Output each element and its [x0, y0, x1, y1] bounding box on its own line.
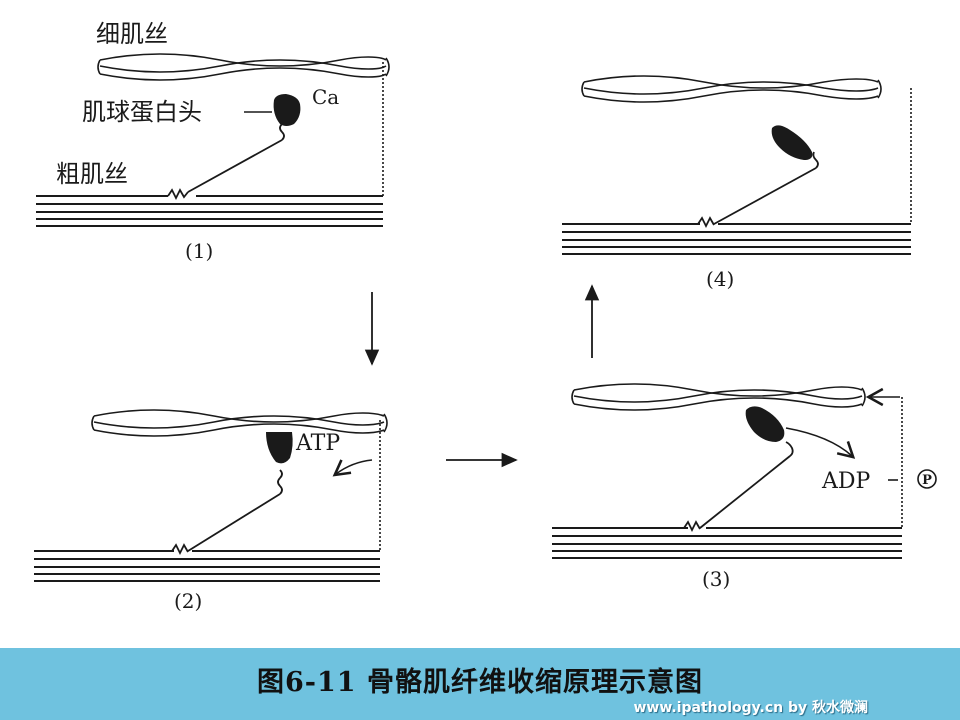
thick-filament — [34, 550, 380, 582]
atp-label: ATP — [295, 431, 340, 456]
adp-release-arrow — [785, 427, 856, 459]
thin-filament — [581, 75, 882, 103]
panel-4-caption: (4) — [706, 267, 734, 291]
myosin-head — [771, 125, 813, 160]
panel-3: ADP P (3) — [552, 383, 937, 591]
thick-filament — [562, 223, 911, 255]
atp-binding-arrow — [332, 459, 373, 477]
thin-filament — [571, 383, 866, 411]
cross-bridge — [683, 441, 794, 533]
phosphate-label: P — [922, 473, 932, 488]
thick-filament-label: 粗肌丝 — [56, 160, 128, 188]
thick-filament — [552, 527, 902, 559]
credit-text: www.ipathology.cn by 秋水微澜 — [633, 700, 868, 716]
thick-filament — [36, 195, 383, 227]
thin-filament-label: 细肌丝 — [96, 20, 168, 48]
cross-bridge — [171, 469, 283, 556]
myosin-head — [273, 94, 301, 126]
myosin-head — [266, 432, 293, 464]
contraction-diagram: 细肌丝 肌球蛋白头 粗肌丝 Ca (1) ATP — [34, 20, 937, 613]
caption-bar: 图6-11 骨骼肌纤维收缩原理示意图 www.ipathology.cn by … — [0, 648, 960, 720]
panel-2: ATP (2) — [34, 409, 388, 613]
myosin-head — [745, 406, 785, 442]
calcium-label: Ca — [312, 85, 339, 109]
adp-label: ADP — [821, 469, 871, 494]
myosin-head-label: 肌球蛋白头 — [82, 98, 202, 126]
cross-bridge — [167, 115, 285, 201]
panel-2-caption: (2) — [174, 589, 202, 613]
panel-1-caption: (1) — [185, 239, 213, 263]
thin-filament — [91, 409, 388, 437]
panel-1: 细肌丝 肌球蛋白头 粗肌丝 Ca (1) — [36, 20, 390, 263]
phosphate-icon: P — [917, 469, 937, 489]
thin-filament — [97, 53, 390, 81]
panel-4: (4) — [562, 75, 912, 291]
cross-bridge — [697, 151, 819, 229]
figure-caption: 图6-11 骨骼肌纤维收缩原理示意图 — [257, 667, 703, 698]
panel-3-caption: (3) — [702, 567, 730, 591]
